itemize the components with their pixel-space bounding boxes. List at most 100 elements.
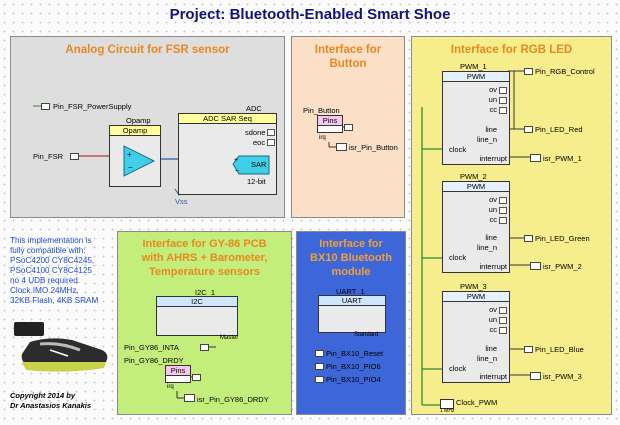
pin-fsr-label[interactable]: Pin_FSR [33, 152, 64, 161]
analog-panel-title: Analog Circuit for FSR sensor [65, 44, 230, 56]
port-cc: cc [489, 105, 498, 114]
pwm-name: PWM_3 [460, 282, 487, 291]
pin-rgb-control-label[interactable]: Pin_RGB_Control [535, 67, 595, 76]
gy86-title-2: with AHRS + Barometer, [141, 252, 268, 264]
page-title: Project: Bluetooth-Enabled Smart Shoe [169, 6, 451, 23]
adc-block[interactable]: ADC SAR Seq sdone eoc + − SAR 12-bit [178, 113, 277, 195]
uart-name: UART_1 [336, 287, 365, 296]
pwm-header: PWM [443, 72, 509, 82]
gy86-title-3: Temperature sensors [148, 266, 261, 278]
gy86-pins-block[interactable]: Pins [165, 365, 191, 383]
bx10-title-1: Interface for [319, 238, 383, 250]
irq-label: irq [167, 384, 174, 390]
port-icon [499, 327, 507, 334]
pwm-name: PWM_2 [460, 172, 487, 181]
isr-pin-button-label[interactable]: isr_Pin_Button [349, 143, 398, 152]
clock-pwm-label[interactable]: Clock_PWM [456, 398, 498, 407]
bx10-pin-label[interactable]: Pin_BX10_PIO6 [326, 362, 381, 371]
pin-icon [315, 376, 324, 383]
pins-header: Pins [318, 116, 342, 126]
info-line: PSoC4200 CY8C4245, [10, 256, 95, 265]
adc-sdone: sdone [245, 128, 266, 137]
bx10-pin-label[interactable]: Pin_BX10_PIO4 [326, 375, 381, 384]
adc-header: ADC SAR Seq [179, 114, 276, 124]
copyright-2: Dr Anastasios Kanakis [10, 401, 92, 410]
port-icon [499, 107, 507, 114]
pwm-block-3[interactable]: PWM ov un cc line line_n clock interrupt [442, 291, 510, 383]
info-line: no 4 UDB required. [10, 276, 81, 285]
pin-icon [315, 363, 324, 370]
svg-text:+: + [127, 150, 132, 159]
info-line: This implementation is [10, 236, 92, 245]
pwm-block-2[interactable]: PWM ov un cc line line_n clock interrupt [442, 181, 510, 273]
pin-icon [70, 153, 79, 160]
pin-gy86-inta-label[interactable]: Pin_GY86_INTA [124, 343, 179, 352]
sar-converter-icon: + − [232, 155, 270, 175]
svg-text:+: + [234, 157, 238, 164]
gy86-wires [176, 346, 216, 399]
button-panel-title-2: Button [329, 58, 367, 70]
info-text: This implementation is fully compatible … [10, 236, 120, 306]
port-line: line [485, 344, 497, 353]
i2c-block[interactable]: I2C [156, 296, 238, 336]
port-ov: ov [489, 305, 497, 314]
lightning-icon [530, 154, 541, 162]
pin-led-red-label[interactable]: Pin_LED_Red [535, 125, 583, 134]
uart-header: UART [319, 296, 385, 306]
svg-text:−: − [128, 163, 133, 172]
port-icon [499, 317, 507, 324]
port-icon [499, 307, 507, 314]
port-icon [499, 97, 507, 104]
port-icon [499, 207, 507, 214]
uart-block[interactable]: UART [318, 295, 386, 333]
opamp-header: Opamp [110, 126, 160, 136]
bx10-pin-label[interactable]: Pin_BX10_Reset [326, 349, 384, 358]
isr-pwm2-label[interactable]: isr_PWM_2 [543, 262, 582, 271]
pin-icon [524, 346, 533, 353]
bx10-title-2: BX10 Bluetooth [310, 252, 392, 264]
isr-gy86-label[interactable]: isr_Pin_GY86_DRDY [197, 395, 269, 404]
pin-button-label[interactable]: Pin_Button [303, 106, 340, 115]
info-line: fully compatible with: [10, 246, 86, 255]
gy86-panel: Interface for GY-86 PCB with AHRS + Baro… [117, 231, 292, 415]
info-line: 32KB Flash, 4KB SRAM [10, 296, 99, 305]
port-ov: ov [489, 195, 497, 204]
port-un: un [488, 205, 497, 214]
info-line: PSoC4100 CY8C4125 [10, 266, 92, 275]
port-icon [267, 129, 275, 136]
port-cc: cc [489, 325, 498, 334]
port-interrupt: interrupt [479, 262, 507, 271]
pin-gy86-drdy-label[interactable]: Pin_GY86_DRDY [124, 356, 184, 365]
port-interrupt: interrupt [479, 372, 507, 381]
pwm-block-1[interactable]: PWM ov un cc line line_n clock interrupt [442, 71, 510, 165]
rgb-wires [421, 70, 530, 406]
isr-pwm1-label[interactable]: isr_PWM_1 [543, 154, 582, 163]
pin-icon [344, 124, 353, 131]
pin-led-blue-label[interactable]: Pin_LED_Blue [535, 345, 584, 354]
gy86-title-1: Interface for GY-86 PCB [142, 238, 267, 250]
port-clock: clock [449, 253, 467, 262]
pin-icon [524, 126, 533, 133]
pin-led-green-label[interactable]: Pin_LED_Green [535, 234, 590, 243]
port-line-n: line_n [476, 135, 497, 144]
lightning-icon [530, 372, 541, 380]
lightning-icon [184, 394, 195, 402]
adc-name: ADC [246, 104, 262, 113]
isr-pwm3-label[interactable]: isr_PWM_3 [543, 372, 582, 381]
button-pins-block[interactable]: Pins [317, 115, 343, 133]
pin-icon [192, 374, 201, 381]
pwm-name: PWM_1 [460, 62, 487, 71]
irq-label: irq [319, 135, 326, 141]
pin-fsr-power-label[interactable]: Pin_FSR_PowerSupply [53, 102, 132, 111]
port-line-n: line_n [476, 354, 497, 363]
i2c-mode: Master [220, 335, 239, 341]
button-panel: Interface for Button Pin_Button Pins irq… [291, 36, 405, 218]
sar-bits: 12-bit [247, 177, 266, 186]
port-ov: ov [489, 85, 497, 94]
port-line: line [485, 233, 497, 242]
pwm-header: PWM [443, 182, 509, 192]
rgb-panel-title: Interface for RGB LED [450, 44, 573, 56]
port-icon [267, 139, 275, 146]
opamp-block[interactable]: Opamp + − [109, 125, 161, 187]
